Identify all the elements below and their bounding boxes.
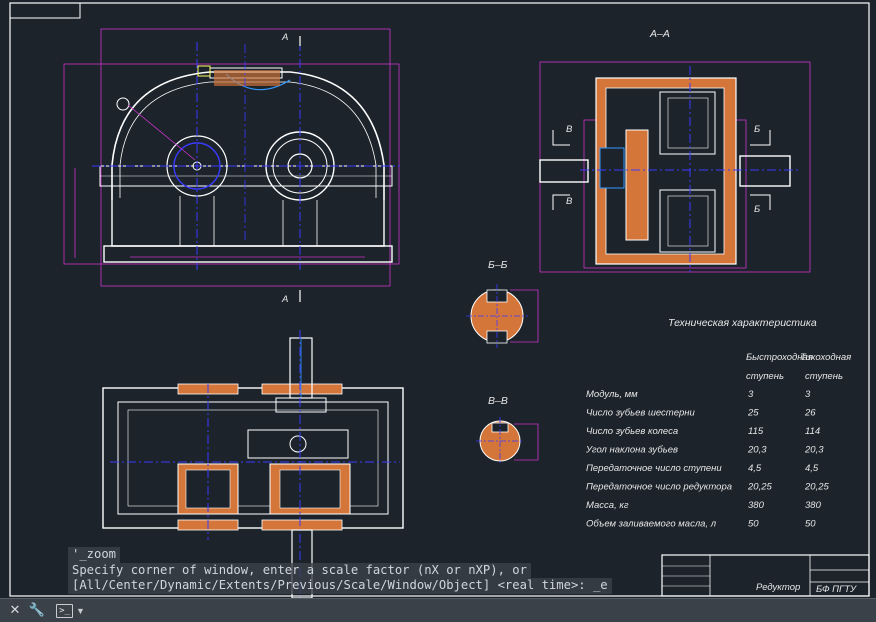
drawing-svg: A–A Б–Б В–В A A В В Б Б Техническая хара… <box>9 2 870 598</box>
command-history-line: Specify corner of window, enter a scale … <box>68 562 531 578</box>
close-icon[interactable]: ✕ <box>9 603 21 618</box>
tech-row-label: Модуль, мм <box>586 389 638 400</box>
tech-col-header-fast: Быстроходная <box>746 352 813 363</box>
tech-row-label: Число зубьев шестерни <box>586 408 696 419</box>
tech-row-slow-value: 20,3 <box>804 445 824 456</box>
tech-row-slow-value: 114 <box>805 426 820 437</box>
tech-row-slow-value: 380 <box>805 500 822 511</box>
command-history-line: [All/Center/Dynamic/Extents/Previous/Sca… <box>68 578 612 594</box>
tech-row-fast-value: 25 <box>747 408 759 419</box>
tech-row-label: Передаточное число ступени <box>586 463 722 474</box>
tech-row-fast-value: 50 <box>748 519 759 530</box>
command-line-bar: ✕ 🔧 >_ ▼ <box>0 598 876 622</box>
tech-row-slow-value: 20,25 <box>804 482 829 493</box>
tech-row-slow-value: 50 <box>805 519 816 530</box>
tech-col-sub-slow: ступень <box>805 371 843 382</box>
section-vv-view <box>476 417 539 465</box>
tech-col-header-slow: Тихоходная <box>800 352 851 363</box>
cut-mark-a-bottom: A <box>281 294 288 305</box>
tech-row-label: Угол наклона зубьев <box>585 445 678 456</box>
tech-row-fast-value: 20,3 <box>747 445 767 456</box>
tech-row-label: Объем заливаемого масла, л <box>586 519 717 530</box>
title-block-name: Редуктор <box>756 582 800 593</box>
command-history-line: '_zoom <box>68 547 121 563</box>
tech-row-label: Число зубьев колеса <box>586 426 678 437</box>
command-input[interactable] <box>100 600 874 622</box>
tech-row-fast-value: 4,5 <box>748 463 762 474</box>
section-bb-view <box>466 284 539 348</box>
title-block-org: БФ ПГТУ <box>816 584 857 595</box>
section-vv-label: В–В <box>488 395 508 407</box>
tech-row-fast-value: 115 <box>748 426 764 437</box>
tech-row-slow-value: 4,5 <box>805 463 819 474</box>
command-history: '_zoom Specify corner of window, enter a… <box>68 547 628 594</box>
wrench-icon[interactable]: 🔧 <box>28 603 46 618</box>
tech-row-fast-value: 380 <box>748 500 765 511</box>
cut-mark-b-top: Б <box>754 124 760 135</box>
title-block-frame <box>661 554 870 597</box>
cut-mark-v-top: В <box>566 124 573 135</box>
tech-row-label: Передаточное число редуктора <box>586 482 732 493</box>
tech-row-label: Масса, кг <box>586 500 629 511</box>
cut-mark-b-bottom: Б <box>754 204 760 215</box>
tech-row-fast-value: 20,25 <box>747 482 772 493</box>
cut-mark-a-top: A <box>281 32 288 43</box>
tech-row-slow-value: 26 <box>804 408 816 419</box>
tech-col-sub-fast: ступень <box>746 371 784 382</box>
tech-table-title: Техническая характеристика <box>668 317 817 329</box>
tech-row-slow-value: 3 <box>805 389 811 400</box>
chevron-down-icon: ▼ <box>76 605 85 616</box>
cut-mark-v-bottom: В <box>566 196 573 207</box>
section-aa-view <box>539 61 811 273</box>
tech-row-fast-value: 3 <box>748 389 754 400</box>
tech-table: Быстроходная Тихоходная ступень ступень … <box>585 352 851 530</box>
front-view <box>63 28 400 302</box>
command-prompt-icon: >_ <box>56 603 73 618</box>
drawing-canvas[interactable]: A–A Б–Б В–В A A В В Б Б Техническая хара… <box>0 0 876 598</box>
section-bb-label: Б–Б <box>488 259 508 271</box>
command-prompt-selector[interactable]: >_ ▼ <box>56 603 85 618</box>
section-aa-label: A–A <box>649 28 670 40</box>
